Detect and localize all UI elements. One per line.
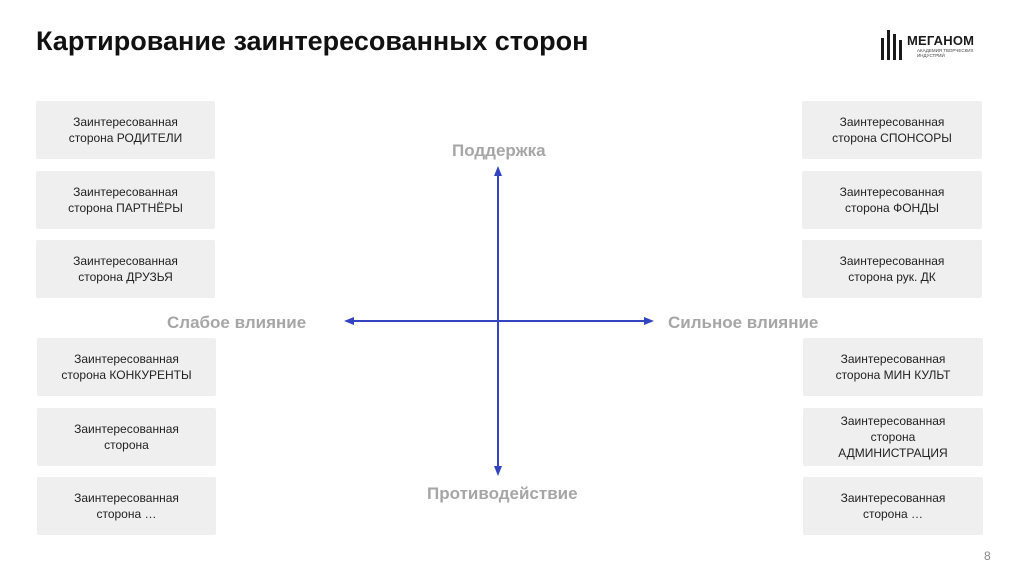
meganom-logo: МЕГАНОМ АКАДЕМИЯ ТВОРЧЕСКИХ ИНДУСТРИЙ [881, 28, 981, 62]
logo-mark-icon [881, 30, 902, 60]
stakeholder-card-partners: Заинтересованная сторона ПАРТНЁРЫ [36, 171, 215, 229]
page-number: 8 [984, 549, 991, 563]
axis-label-weak-influence: Слабое влияние [167, 313, 307, 332]
stakeholder-card-competitors: Заинтересованная сторона КОНКУРЕНТЫ [37, 338, 216, 396]
arrow-down-icon [494, 466, 502, 476]
stakeholder-card-sponsors: Заинтересованная сторона СПОНСОРЫ [802, 101, 982, 159]
arrow-up-icon [494, 166, 502, 176]
logo-subtitle: АКАДЕМИЯ ТВОРЧЕСКИХ ИНДУСТРИЙ [917, 48, 974, 58]
stakeholder-card-funds: Заинтересованная сторона ФОНДЫ [802, 171, 982, 229]
arrow-left-icon [344, 317, 354, 325]
stakeholder-card-other-left: Заинтересованная сторона … [37, 477, 216, 535]
stakeholder-card-min-kult: Заинтересованная сторона МИН КУЛЬТ [803, 338, 983, 396]
axis-label-support: Поддержка [452, 141, 546, 160]
stakeholder-card-friends: Заинтересованная сторона ДРУЗЬЯ [36, 240, 215, 298]
stakeholder-card-other-right: Заинтересованная сторона … [803, 477, 983, 535]
stakeholder-card-generic: Заинтересованная сторона [37, 408, 216, 466]
axis-label-strong-influence: Сильное влияние [668, 313, 819, 332]
axis-label-opposition: Противодействие [427, 484, 578, 503]
slide-title: Картирование заинтересованных сторон [36, 26, 589, 56]
stakeholder-card-administration: Заинтересованная сторона АДМИНИСТРАЦИЯ [803, 408, 983, 466]
logo-name: МЕГАНОМ [907, 33, 975, 48]
stakeholder-card-dk-head: Заинтересованная сторона рук. ДК [802, 240, 982, 298]
stakeholder-card-parents: Заинтересованная сторона РОДИТЕЛИ [36, 101, 215, 159]
arrow-right-icon [644, 317, 654, 325]
